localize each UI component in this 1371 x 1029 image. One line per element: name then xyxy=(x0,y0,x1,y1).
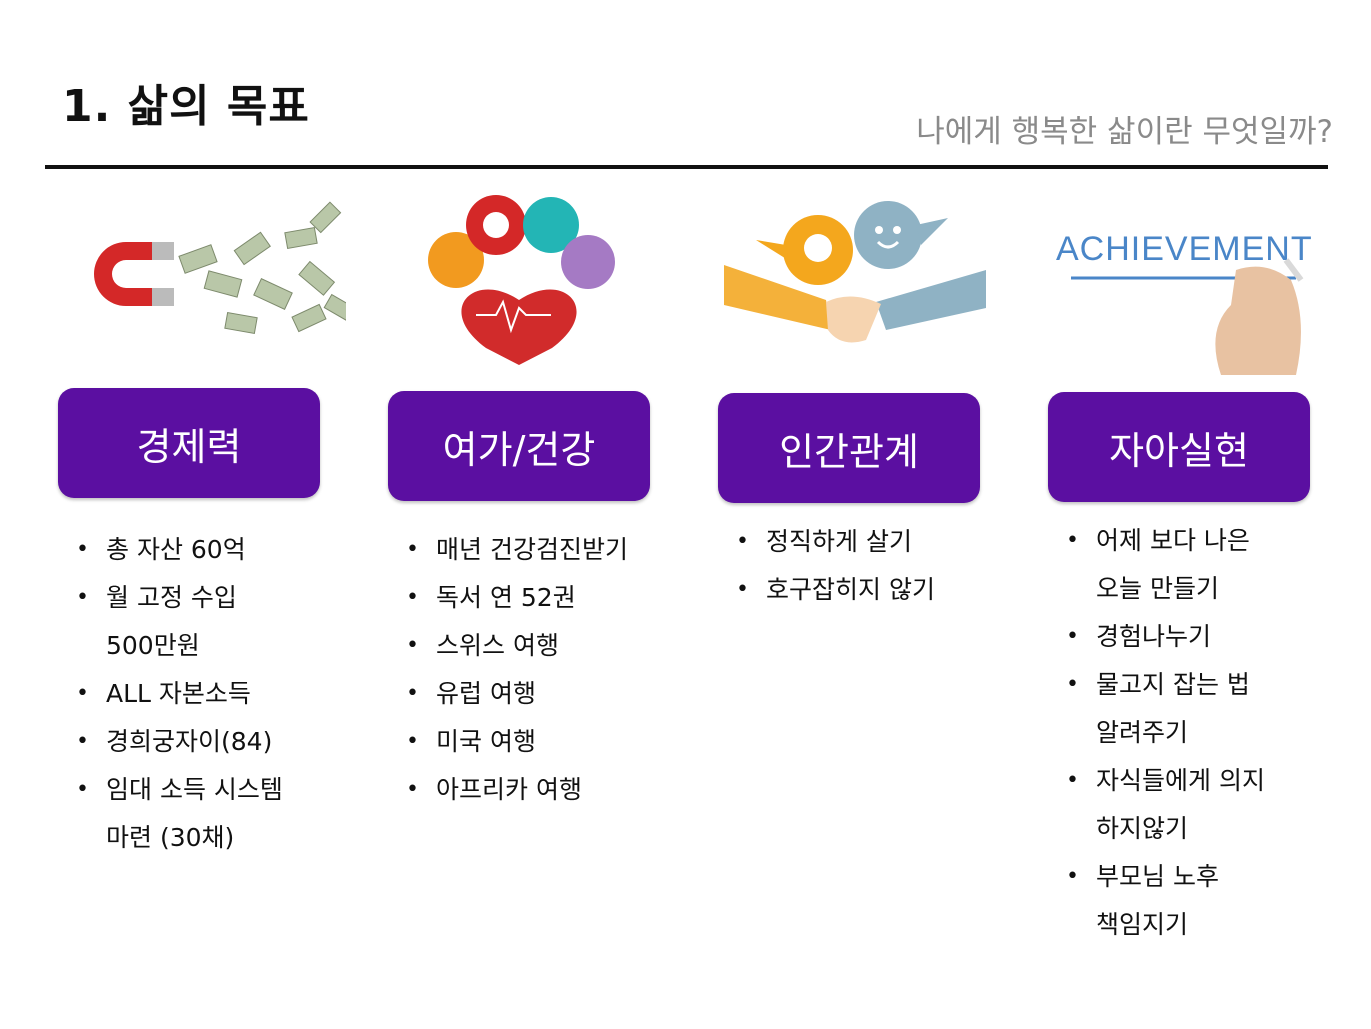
list-item: 아프리카 여행 xyxy=(406,766,666,814)
column-relationships: 인간관계 정직하게 살기 호구잡히지 않기 xyxy=(716,190,986,614)
handshake-icon xyxy=(716,190,986,380)
achievement-hand-icon: ACHIEVEMENT xyxy=(1046,190,1313,380)
category-button-relationships[interactable]: 인간관계 xyxy=(718,393,980,503)
list-item: 유럽 여행 xyxy=(406,670,666,718)
title-divider xyxy=(45,165,1328,169)
list-item: 매년 건강검진받기 xyxy=(406,526,666,574)
list-item: 호구잡히지 않기 xyxy=(736,566,996,614)
category-button-self-realization[interactable]: 자아실현 xyxy=(1048,392,1310,502)
heart-health-icon xyxy=(386,190,651,380)
list-item: ALL 자본소득 xyxy=(76,670,336,718)
list-item: 미국 여행 xyxy=(406,718,666,766)
category-button-economy[interactable]: 경제력 xyxy=(58,388,320,498)
goal-list-relationships: 정직하게 살기 호구잡히지 않기 xyxy=(736,518,996,614)
page-subtitle: 나에게 행복한 삶이란 무엇일까? xyxy=(916,114,1333,150)
list-item: 독서 연 52권 xyxy=(406,574,666,622)
list-item: 물고지 잡는 법 알려주기 xyxy=(1066,661,1326,757)
list-item: 스위스 여행 xyxy=(406,622,666,670)
list-item: 총 자산 60억 xyxy=(76,526,336,574)
list-item: 정직하게 살기 xyxy=(736,518,996,566)
category-button-leisure-health[interactable]: 여가/건강 xyxy=(388,391,650,501)
goal-list-leisure-health: 매년 건강검진받기 독서 연 52권 스위스 여행 유럽 여행 미국 여행 아프… xyxy=(406,526,666,814)
achievement-text: ACHIEVEMENT xyxy=(1056,230,1313,268)
list-item: 경희궁자이(84) xyxy=(76,718,336,766)
column-leisure-health: 여가/건강 매년 건강검진받기 독서 연 52권 스위스 여행 유럽 여행 미국… xyxy=(386,190,651,814)
page-title: 1. 삶의 목표 xyxy=(62,81,310,132)
list-item: 경험나누기 xyxy=(1066,613,1326,661)
magnet-money-icon xyxy=(56,190,346,380)
